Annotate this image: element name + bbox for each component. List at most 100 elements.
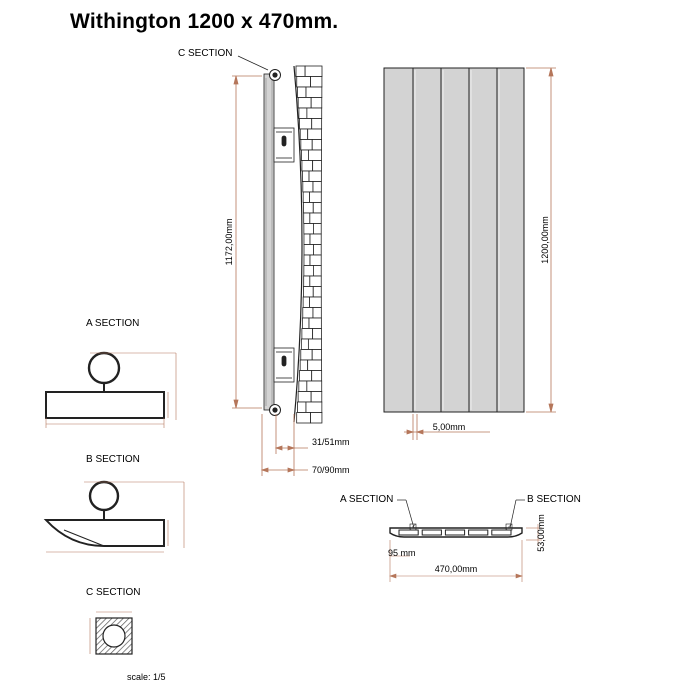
brick xyxy=(302,307,314,319)
radiator-side-profile xyxy=(263,73,275,411)
brick xyxy=(297,401,307,413)
brick xyxy=(308,317,322,329)
c-section-drawing xyxy=(89,611,133,655)
plan-offset-label: 95 mm xyxy=(388,548,416,558)
plan-depth-label: 53,00mm xyxy=(536,514,546,552)
brick xyxy=(313,265,322,277)
plan-callout-leaders xyxy=(397,499,525,529)
brick xyxy=(301,317,310,329)
brick xyxy=(310,97,323,109)
brick xyxy=(312,202,322,214)
brick xyxy=(306,380,323,392)
brick xyxy=(309,275,322,287)
brick xyxy=(302,191,310,203)
brick xyxy=(308,170,322,182)
brick xyxy=(296,76,311,88)
brick xyxy=(303,244,314,256)
brick xyxy=(309,254,322,266)
b-section-title: B SECTION xyxy=(86,454,140,465)
column-gap-label: 5,00mm xyxy=(433,422,466,432)
brick xyxy=(299,128,309,140)
brick xyxy=(310,76,323,88)
radiator-front-panel xyxy=(383,67,525,413)
lower-wall-bracket xyxy=(273,347,295,383)
plan-column-module xyxy=(444,529,466,536)
brick xyxy=(299,370,313,382)
brick xyxy=(303,286,314,298)
brick xyxy=(313,244,322,256)
wall-projection-dimensions xyxy=(260,414,308,476)
c-section-callout-label: C SECTION xyxy=(178,48,233,59)
b-section-pipe xyxy=(88,480,120,512)
column-gap-dimension xyxy=(404,414,490,440)
upper-wall-bracket xyxy=(273,127,295,163)
brick xyxy=(307,359,322,371)
plan-column-module xyxy=(398,529,419,536)
brick xyxy=(301,160,314,172)
brick xyxy=(311,139,322,151)
brick xyxy=(303,233,311,245)
side-view: 1172,00mm xyxy=(224,55,350,476)
plan-width-label: 470,00mm xyxy=(435,564,478,574)
brick xyxy=(306,107,323,119)
brick xyxy=(302,181,314,193)
brick xyxy=(312,160,322,172)
brick xyxy=(303,212,311,224)
brick xyxy=(299,359,309,371)
a-section-title: A SECTION xyxy=(86,318,140,329)
plan-a-section-label: A SECTION xyxy=(340,494,394,505)
brick xyxy=(303,254,311,266)
side-height-dimension xyxy=(232,75,262,409)
brick xyxy=(298,380,308,392)
brick xyxy=(312,307,322,319)
plan-b-section-label: B SECTION xyxy=(527,494,581,505)
brick xyxy=(309,191,322,203)
a-section-drawing xyxy=(45,351,177,428)
brick xyxy=(313,223,322,235)
brick xyxy=(307,128,322,140)
brick xyxy=(305,86,323,98)
brick xyxy=(311,349,322,361)
brick xyxy=(299,118,313,130)
brick xyxy=(303,223,314,235)
brick xyxy=(307,338,322,350)
brick xyxy=(301,170,310,182)
plan-column-module xyxy=(421,529,442,536)
brick xyxy=(310,391,323,403)
brick xyxy=(302,296,310,308)
brick-wall xyxy=(293,65,323,424)
side-height-label: 1172,00mm xyxy=(224,219,234,266)
brick xyxy=(300,349,313,361)
brick xyxy=(304,65,323,77)
page-title: Withington 1200 x 470mm. xyxy=(70,10,339,33)
c-section-title: C SECTION xyxy=(86,587,141,598)
bottom-pipe-cap xyxy=(269,404,281,416)
a-section-panel xyxy=(45,391,165,419)
brick xyxy=(301,149,309,161)
brick xyxy=(312,181,322,193)
brick xyxy=(312,286,322,298)
brick xyxy=(300,338,309,350)
brick xyxy=(300,139,313,151)
brick xyxy=(305,401,323,413)
plan-column-modules xyxy=(398,529,512,536)
plan-view: 470,00mm 95 mm 53,00mm xyxy=(388,499,546,582)
brick xyxy=(309,233,322,245)
brick xyxy=(297,86,307,98)
plan-column-module xyxy=(491,529,512,536)
top-pipe-cap xyxy=(269,69,281,81)
front-view: 1200,00mm 5,00mm xyxy=(383,67,556,440)
brick xyxy=(311,370,323,382)
brick xyxy=(301,328,314,340)
brick xyxy=(297,391,312,403)
brick xyxy=(297,97,312,109)
scale-note: scale: 1/5 xyxy=(127,672,166,682)
a-section-pipe xyxy=(87,351,121,385)
plan-column-module xyxy=(468,529,489,536)
brick xyxy=(308,149,322,161)
plan-dimensions xyxy=(389,524,542,582)
brick xyxy=(296,412,311,424)
brick xyxy=(303,202,314,214)
front-height-label: 1200,00mm xyxy=(540,216,550,264)
